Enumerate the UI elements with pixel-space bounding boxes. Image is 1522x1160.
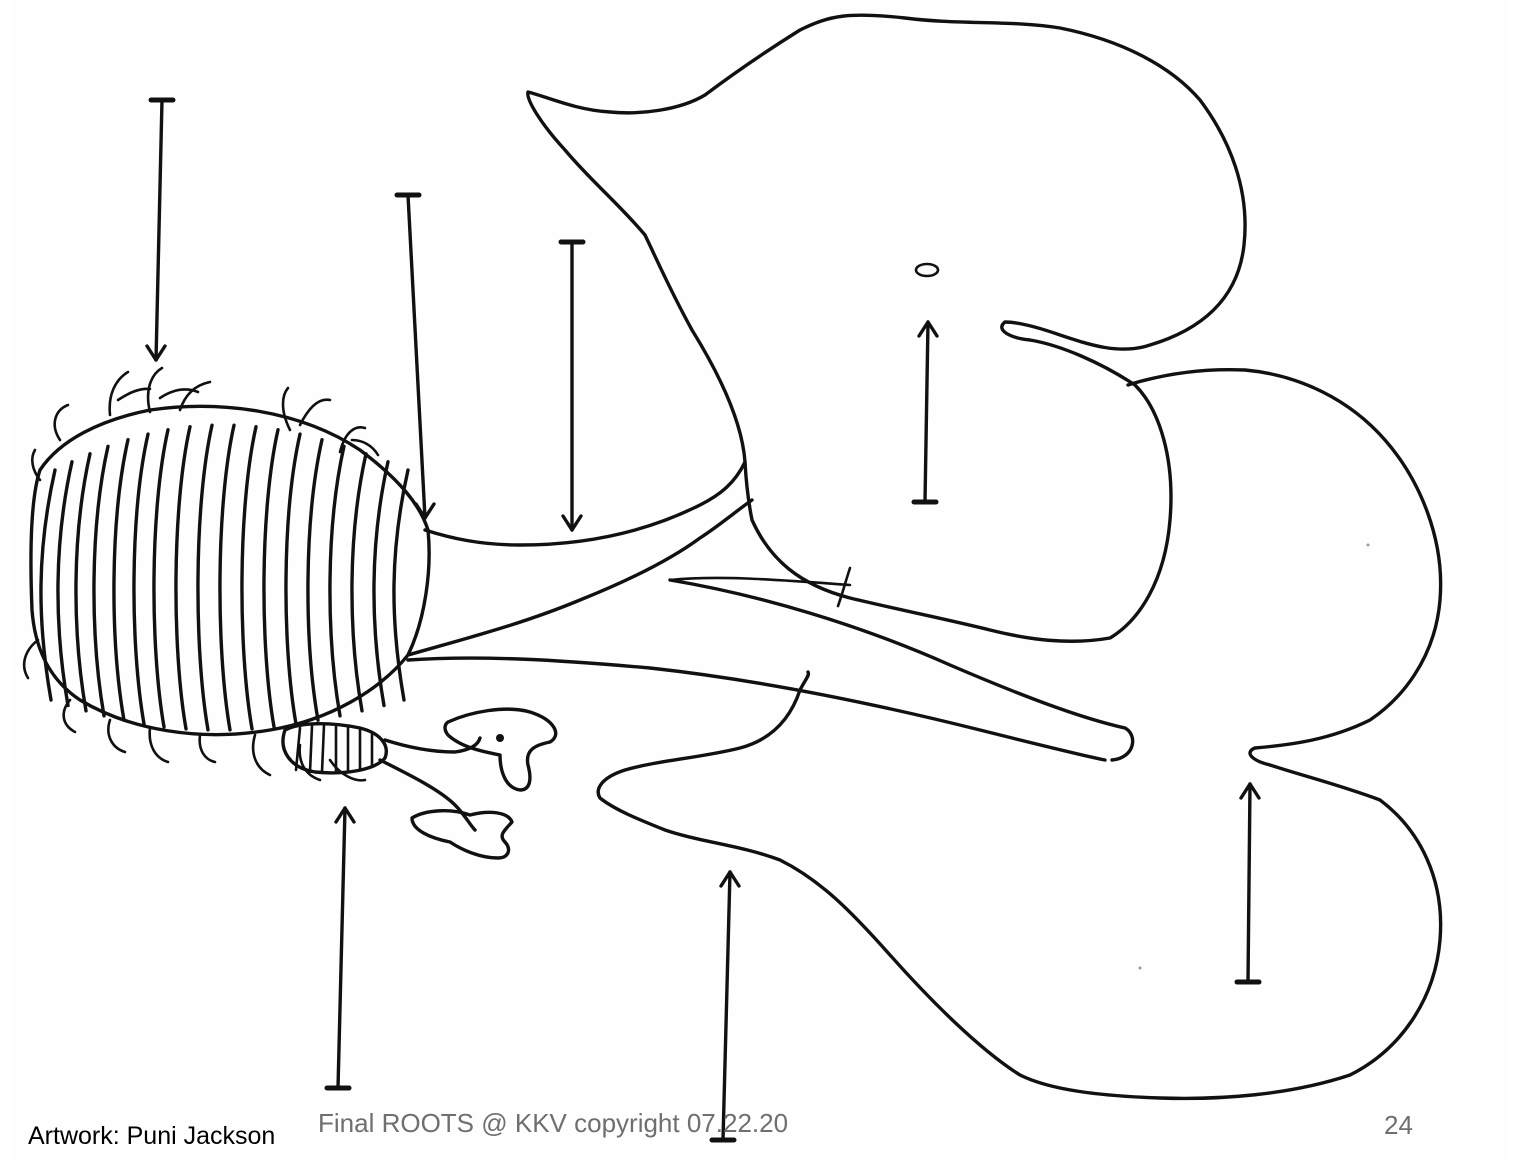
leaf-mark xyxy=(916,264,938,276)
root-band xyxy=(176,427,190,729)
sprout-leaf-1-dot xyxy=(496,734,504,742)
label-arrow-shaft xyxy=(1248,784,1250,982)
root-band xyxy=(286,434,300,724)
root-band xyxy=(134,434,148,724)
root-band xyxy=(352,454,366,711)
root-band xyxy=(114,440,128,721)
root-band xyxy=(58,462,72,706)
lower-leaf-outline xyxy=(598,370,1440,1099)
page-number: 24 xyxy=(1384,1110,1413,1141)
slide-footer: Final ROOTS @ KKV copyright 07.22.20 xyxy=(318,1108,788,1139)
label-arrow-shaft xyxy=(156,100,162,360)
label-arrows xyxy=(147,100,1259,1140)
label-arrow-shaft xyxy=(925,322,928,502)
label-arrow-shaft xyxy=(723,872,730,1140)
root-band xyxy=(154,430,168,727)
petiole-upper-edge xyxy=(670,580,1133,760)
root-band xyxy=(94,446,108,715)
root-band xyxy=(198,425,212,730)
root-band xyxy=(330,446,344,715)
stem-branch-tick xyxy=(838,568,850,606)
sprout-leaf-2 xyxy=(412,811,512,858)
label-arrow-shaft xyxy=(408,195,425,518)
artwork-credit: Artwork: Puni Jackson xyxy=(28,1122,275,1151)
root-band xyxy=(220,425,234,730)
stem-upper-edge xyxy=(425,462,745,545)
root-band xyxy=(264,430,278,727)
upper-leaf-outline xyxy=(528,15,1245,641)
root-band xyxy=(242,427,256,729)
paper-specks xyxy=(1139,544,1370,970)
root-band xyxy=(76,454,90,711)
label-arrow-shaft xyxy=(338,808,345,1088)
root-band xyxy=(308,440,322,721)
root-bands xyxy=(41,425,408,730)
sprout-stalk-lower xyxy=(380,760,475,830)
root-band xyxy=(374,462,388,706)
